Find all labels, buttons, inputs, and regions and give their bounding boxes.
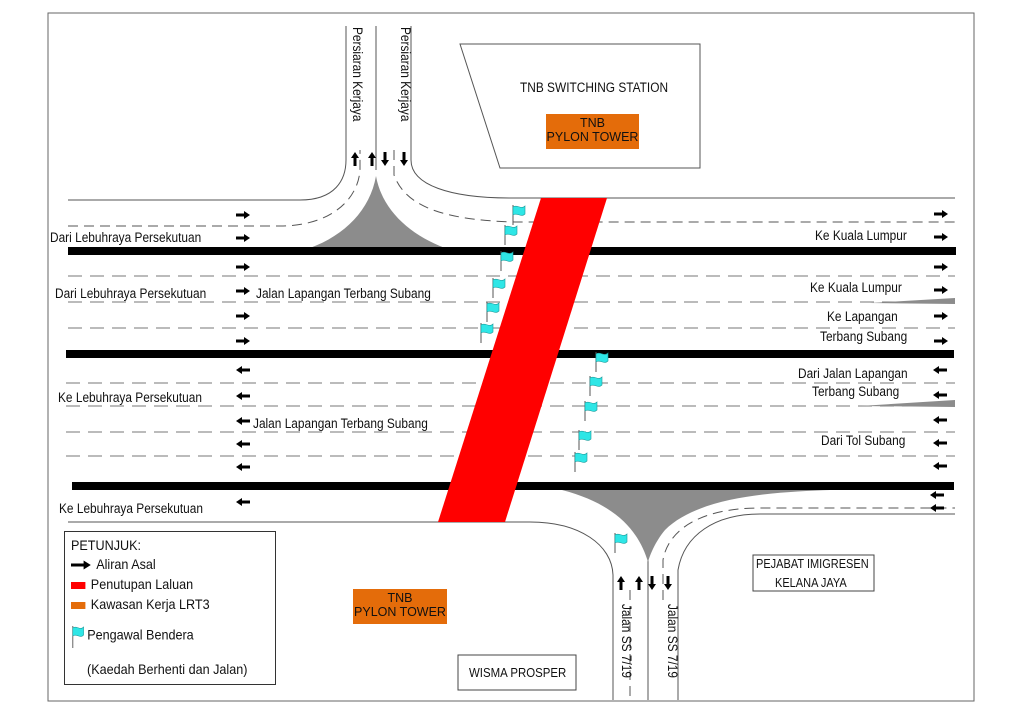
- imigresen-outline: [752, 554, 875, 592]
- label-ke-kuala-lumpur-2: Ke Kuala Lumpur: [810, 280, 902, 295]
- arrow-down-icon: [648, 576, 656, 590]
- arrow-right-icon: [934, 337, 948, 345]
- imigresen-label-2: KELANA JAYA: [775, 576, 847, 590]
- label-dari-tol-subang: Dari Tol Subang: [821, 433, 906, 448]
- label-dari-lebuhraya-2: Dari Lebuhraya Persekutuan: [55, 286, 207, 301]
- top-traffic-island: [310, 176, 445, 248]
- legend-item-aliran-asal: Aliran Asal: [71, 556, 156, 572]
- arrow-down-icon: [664, 576, 672, 590]
- arrow-left-icon: [933, 391, 947, 399]
- flag-icon: [595, 351, 609, 373]
- arrow-right-icon: [934, 286, 948, 294]
- flag-icon: [589, 375, 603, 397]
- arrow-left-icon: [236, 366, 250, 374]
- flag-icon: [486, 301, 500, 323]
- arrow-left-icon: [933, 366, 947, 374]
- label-dari-jalan-lapangan: Dari Jalan Lapangan: [798, 366, 908, 381]
- arrow-left-icon: [236, 417, 250, 425]
- arrow-left-icon: [933, 462, 947, 470]
- median-1: [68, 247, 956, 255]
- label-ke-lebuhraya-1: Ke Lebuhraya Persekutuan: [58, 390, 202, 405]
- flag-icon: [578, 429, 592, 451]
- road-label-jalan-ss719-right: Jalan SS 7/19: [665, 604, 680, 678]
- arrow-right-icon: [236, 211, 250, 219]
- arrow-left-icon: [236, 392, 250, 400]
- pylon-tower-bottom-line1: TNB: [387, 591, 413, 605]
- legend-item-pengawal-bendera: Pengawal Bendera: [71, 624, 194, 648]
- arrow-up-icon: [617, 576, 625, 590]
- arrow-up-icon: [368, 152, 376, 166]
- flag-icon: [72, 626, 84, 648]
- arrow-right-icon: [236, 263, 250, 271]
- bottom-side-road: [68, 507, 955, 700]
- label-ke-lebuhraya-2: Ke Lebuhraya Persekutuan: [59, 501, 203, 516]
- bottom-traffic-island: [562, 490, 830, 562]
- red-swatch-icon: [71, 581, 86, 589]
- arrow-right-icon: [236, 312, 250, 320]
- taper-wedge-2: [860, 400, 955, 407]
- flag-icon: [480, 322, 494, 344]
- legend: PETUNJUK: Aliran Asal Penutupan Laluan K…: [64, 531, 276, 685]
- arrow-right-icon: [236, 337, 250, 345]
- arrow-right-icon: [934, 263, 948, 271]
- road-label-jalan-ss719-left: Jalan SS 7/19: [619, 604, 634, 678]
- flag-icon: [504, 224, 518, 246]
- legend-label: Kawasan Kerja LRT3: [90, 596, 210, 612]
- wisma-prosper-label: WISMA PROSPER: [469, 665, 567, 680]
- top-side-road: [68, 26, 955, 227]
- road-closure-band: [438, 198, 607, 522]
- switching-station-outline: [459, 43, 701, 169]
- legend-note: (Kaedah Berhenti dan Jalan): [87, 661, 248, 677]
- arrow-left-icon: [933, 416, 947, 424]
- road-label-persiaran-kerjaya-right: Persiaran Kerjaya: [398, 27, 413, 122]
- label-jalan-lapangan-2: Jalan Lapangan Terbang Subang: [253, 416, 428, 431]
- flag-icon: [574, 451, 588, 473]
- legend-label: Aliran Asal: [96, 556, 156, 572]
- imigresen-label-1: PEJABAT IMIGRESEN: [756, 557, 869, 571]
- label-jalan-lapangan-1: Jalan Lapangan Terbang Subang: [256, 286, 431, 301]
- arrow-left-icon: [236, 498, 250, 506]
- arrow-right-icon: [934, 233, 948, 241]
- arrow-right-icon: [71, 560, 91, 570]
- label-ke-lapangan: Ke Lapangan: [827, 309, 898, 324]
- arrow-left-icon: [236, 440, 250, 448]
- pylon-tower-top-line1: TNB: [580, 116, 605, 130]
- pylon-tower-bottom-line2: PYLON TOWER: [354, 605, 446, 619]
- flag-icon: [584, 400, 598, 422]
- label-dari-lebuhraya-1: Dari Lebuhraya Persekutuan: [50, 230, 202, 245]
- page-frame: [47, 12, 975, 702]
- wisma-prosper-outline: [457, 654, 577, 691]
- label-terbang-subang-2: Terbang Subang: [812, 384, 900, 399]
- arrow-down-icon: [381, 152, 389, 166]
- arrow-right-icon: [934, 210, 948, 218]
- flag-icon: [500, 250, 514, 272]
- pylon-tower-top-line2: PYLON TOWER: [546, 130, 639, 144]
- arrow-left-icon: [930, 504, 944, 512]
- arrow-up-icon: [635, 576, 643, 590]
- arrow-right-icon: [236, 287, 250, 295]
- arrow-left-icon: [933, 439, 947, 447]
- arrow-left-icon: [930, 491, 944, 499]
- legend-label: Penutupan Laluan: [90, 576, 194, 592]
- road-label-persiaran-kerjaya-left: Persiaran Kerjaya: [350, 27, 365, 122]
- arrow-up-icon: [351, 152, 359, 166]
- label-ke-kuala-lumpur-1: Ke Kuala Lumpur: [815, 228, 907, 243]
- arrow-left-icon: [236, 463, 250, 471]
- pylon-tower-bottom: TNB PYLON TOWER: [353, 589, 447, 624]
- legend-title: PETUNJUK:: [71, 537, 142, 553]
- switching-station-label: TNB SWITCHING STATION: [520, 80, 669, 95]
- flag-icon: [492, 277, 506, 299]
- legend-item-kawasan-kerja: Kawasan Kerja LRT3: [71, 596, 210, 612]
- arrow-right-icon: [934, 312, 948, 320]
- flag-icon: [614, 532, 628, 554]
- orange-swatch-icon: [71, 601, 86, 609]
- legend-label: Pengawal Bendera: [87, 626, 194, 643]
- label-terbang-subang-1: Terbang Subang: [820, 329, 908, 344]
- arrow-right-icon: [236, 234, 250, 242]
- arrow-down-icon: [400, 152, 408, 166]
- taper-wedge-1: [870, 298, 955, 304]
- legend-item-penutupan-laluan: Penutupan Laluan: [71, 576, 193, 592]
- pylon-tower-top: TNB PYLON TOWER: [546, 114, 639, 149]
